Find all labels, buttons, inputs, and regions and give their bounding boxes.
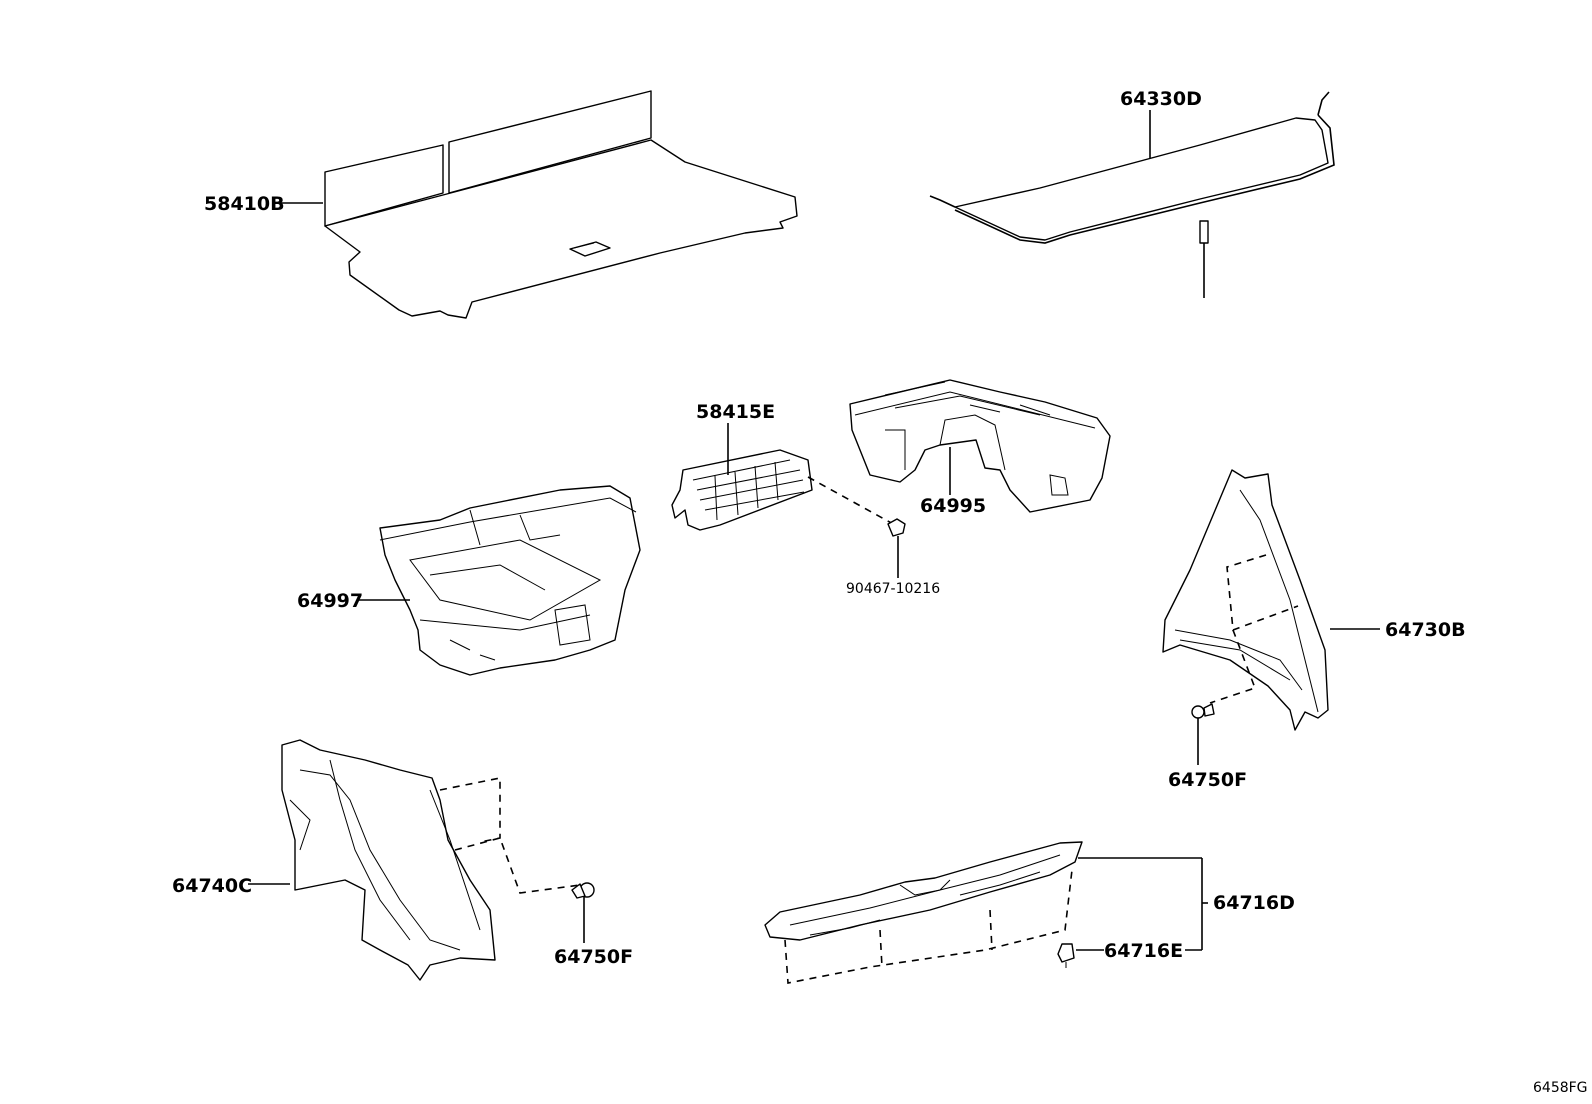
label-64997[interactable]: 64997	[297, 590, 363, 612]
tonneau-cover-64330d	[929, 91, 1335, 298]
trim-outline-64730b	[1209, 554, 1299, 704]
deck-board-58410b	[324, 90, 798, 319]
label-58415e[interactable]: 58415E	[696, 401, 775, 423]
trim-outline-64740c	[439, 777, 581, 894]
label-64740c[interactable]: 64740C	[172, 875, 252, 897]
bracket-58415e	[671, 449, 813, 531]
label-64730b[interactable]: 64730B	[1385, 619, 1466, 641]
label-64330d[interactable]: 64330D	[1120, 88, 1202, 110]
trim-outline-64716d	[784, 869, 1073, 984]
label-58410b[interactable]: 58410B	[204, 193, 285, 215]
clip-64750f-left	[571, 882, 595, 899]
label-64716d[interactable]: 64716D	[1213, 892, 1295, 914]
side-trim-left-64740c	[281, 739, 496, 981]
clip-64716e	[1057, 943, 1075, 968]
step-plate-64716d	[764, 841, 1083, 941]
label-64995[interactable]: 64995	[920, 495, 986, 517]
side-trim-right-64730b	[1162, 469, 1329, 731]
tray-box-64995	[849, 379, 1111, 513]
label-90467[interactable]: 90467-10216	[846, 581, 940, 597]
leader-58415e-to-clip	[807, 476, 896, 526]
clip-90467	[887, 518, 906, 537]
figure-code: 6458FG	[1533, 1080, 1588, 1096]
label-64750f-right[interactable]: 64750F	[1168, 769, 1247, 791]
label-64716e[interactable]: 64716E	[1104, 940, 1183, 962]
main-tray-64997	[379, 485, 641, 676]
clip-64750f-right	[1191, 703, 1215, 719]
label-64750f-left[interactable]: 64750F	[554, 946, 633, 968]
